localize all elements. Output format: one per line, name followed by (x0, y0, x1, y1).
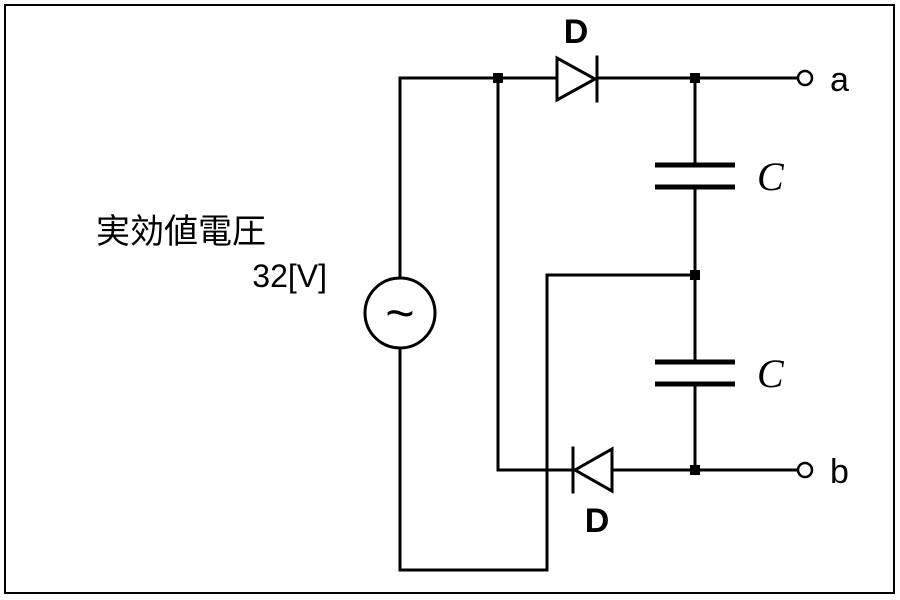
diode-top-icon (555, 55, 599, 103)
source-voltage-value: 32[V] (252, 258, 327, 294)
diode-bottom-icon (571, 446, 614, 494)
source-caption: 実効値電圧 (96, 212, 266, 252)
diode-bottom-label: D (585, 502, 610, 540)
terminal-b-label: b (830, 453, 849, 491)
junction-bottom-right (690, 465, 700, 475)
diagram-frame (4, 4, 895, 594)
terminal-b-icon (796, 461, 814, 479)
ac-source-icon (363, 276, 437, 350)
terminal-a-label: a (830, 61, 849, 99)
junction-midpoint (690, 270, 700, 280)
junction-top-right (690, 73, 700, 83)
diode-top-label: D (564, 13, 589, 51)
capacitor-bottom-label: C (757, 351, 785, 396)
terminal-a-icon (796, 69, 814, 87)
capacitor-top-label: C (757, 154, 785, 199)
ac-source-symbol: ~ (385, 285, 414, 341)
junction-top-left (493, 73, 503, 83)
